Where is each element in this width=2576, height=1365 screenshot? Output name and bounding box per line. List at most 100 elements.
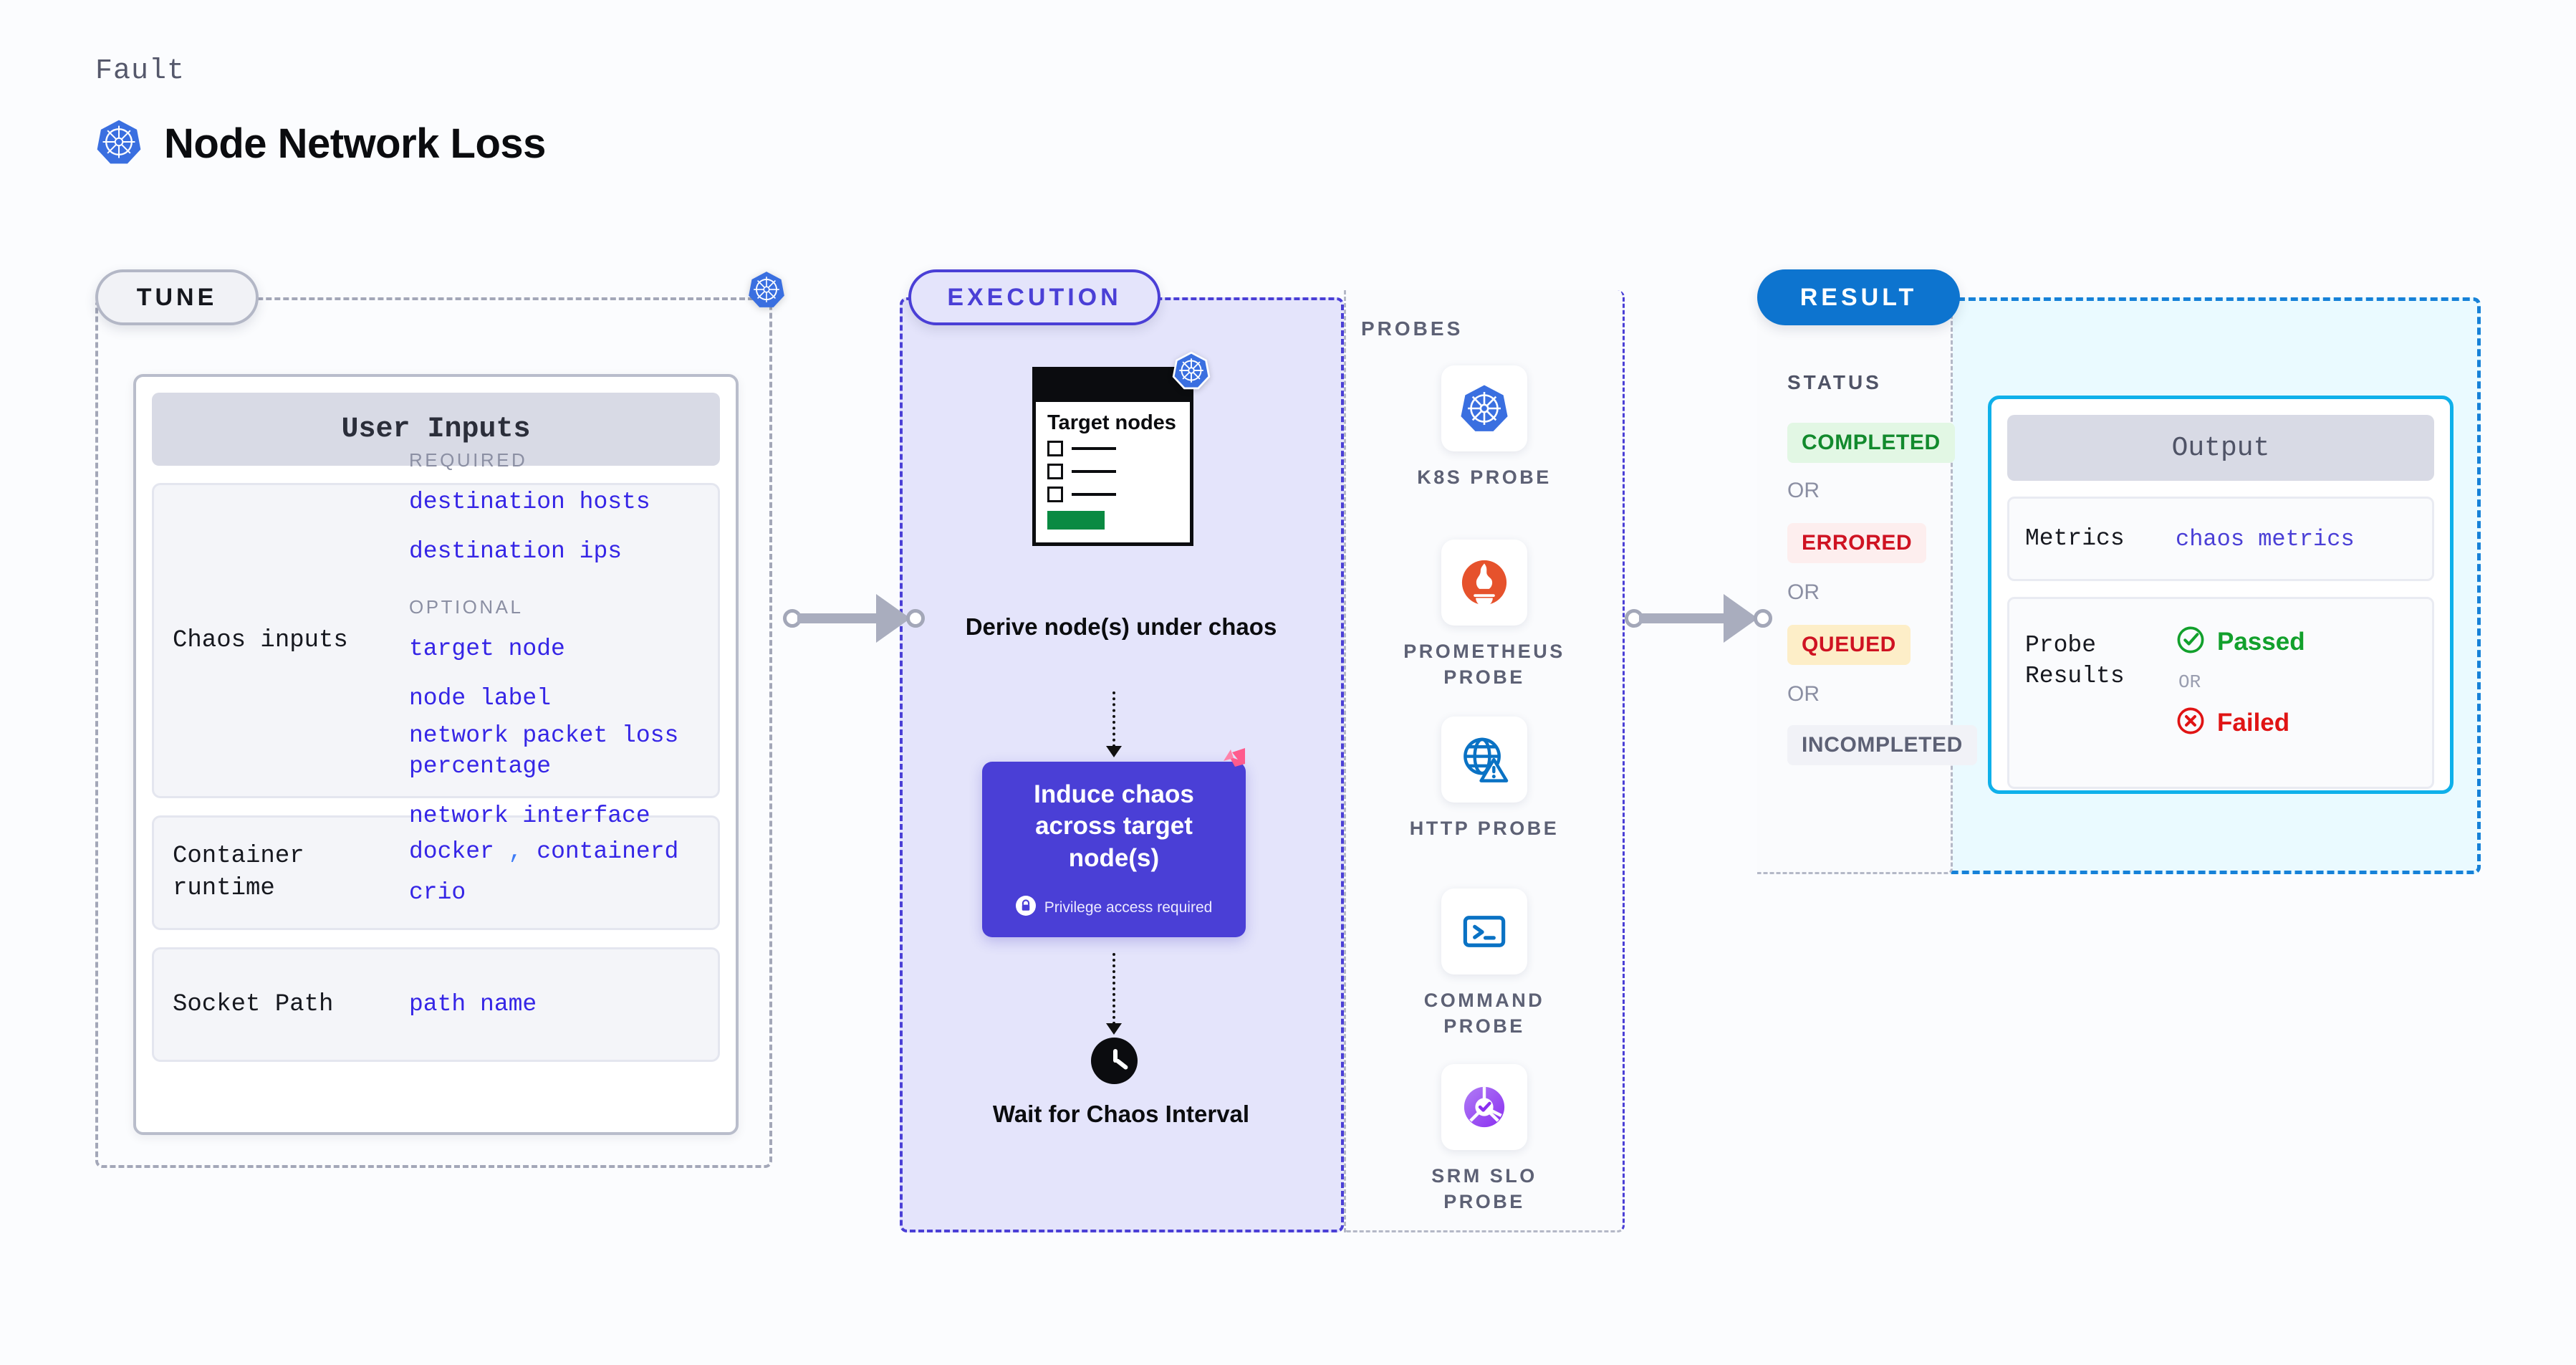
probe-result-passed: Passed: [2176, 625, 2416, 658]
probe-command[interactable]: COMMAND PROBE: [1395, 889, 1574, 1040]
probes-section-label: PROBES: [1361, 317, 1464, 340]
probe-k8s[interactable]: K8S PROBE: [1395, 365, 1574, 490]
flow-arrow-line: [1112, 953, 1115, 1025]
flow-arrow-head: [1106, 746, 1122, 757]
check-circle-icon: [2176, 625, 2206, 658]
output-header: Output: [2007, 415, 2434, 481]
runtime-crio[interactable]: crio: [409, 879, 466, 906]
wait-interval-caption: Wait for Chaos Interval: [992, 1101, 1250, 1127]
kubernetes-icon: [95, 118, 143, 169]
checkbox-row: [1047, 441, 1178, 457]
probe-label: K8S PROBE: [1417, 466, 1552, 488]
probe-prometheus[interactable]: PROMETHEUS PROBE: [1395, 540, 1574, 691]
input-target-node[interactable]: target node: [409, 635, 565, 662]
page-eyebrow: Fault: [95, 55, 186, 87]
optional-label: OPTIONAL: [409, 595, 524, 618]
metrics-value[interactable]: chaos metrics: [2176, 525, 2355, 552]
metrics-row: Metrics chaos metrics: [2007, 497, 2434, 581]
connector-line: [1639, 613, 1739, 623]
target-nodes-card: Target nodes: [1032, 351, 1211, 546]
kubernetes-icon: [747, 270, 786, 312]
connector-tune-execution: [783, 593, 933, 643]
induce-chaos-text: Induce chaos across target node(s): [1034, 780, 1194, 872]
or-label: OR: [1787, 580, 1820, 604]
kubernetes-icon: [1172, 351, 1211, 393]
connector-arrowhead: [876, 594, 910, 643]
checkbox-icon: [1047, 464, 1063, 480]
induce-chaos-box[interactable]: Induce chaos across target node(s) Privi…: [982, 762, 1246, 937]
connector-arrowhead: [1724, 594, 1758, 643]
or-label: OR: [1787, 682, 1820, 706]
socket-path-key: Socket Path: [173, 990, 334, 1018]
checkbox-row: [1047, 487, 1178, 503]
probe-results-key: Probe Results: [2025, 632, 2125, 689]
container-runtime-key: Container runtime: [173, 843, 304, 902]
connector-dot-left: [783, 609, 802, 628]
or-label: OR: [1787, 479, 1820, 502]
clock-icon: [1091, 1038, 1138, 1084]
runtime-containerd[interactable]: containerd: [537, 838, 679, 866]
execution-pill[interactable]: EXECUTION: [908, 269, 1160, 325]
user-inputs-header: User Inputs: [152, 393, 720, 466]
checkbox-icon: [1047, 487, 1063, 503]
tune-pill[interactable]: TUNE: [95, 269, 259, 325]
flow-arrow-head: [1106, 1023, 1122, 1035]
connector-dot-right: [1754, 609, 1772, 628]
privilege-note-text: Privilege access required: [1044, 899, 1213, 916]
result-pill[interactable]: RESULT: [1757, 269, 1960, 325]
status-badge-label: COMPLETED: [1802, 431, 1941, 454]
line-placeholder: [1072, 493, 1116, 497]
globe-warning-icon: [1441, 717, 1527, 803]
probe-label: PROMETHEUS PROBE: [1403, 641, 1565, 689]
container-runtime-row: Container runtime docker , containerd cr…: [152, 815, 720, 930]
probe-result-failed: Failed: [2176, 706, 2416, 739]
page-title: Node Network Loss: [95, 118, 546, 169]
status-badge-incompleted: INCOMPLETED: [1787, 725, 1977, 765]
checkbox-row: [1047, 464, 1178, 480]
prometheus-icon: [1441, 540, 1527, 626]
socket-path-value[interactable]: path name: [409, 990, 537, 1017]
status-badge-queued: QUEUED: [1787, 625, 1911, 665]
line-placeholder: [1072, 447, 1116, 451]
lock-icon: [1015, 895, 1036, 920]
flow-arrow-line: [1112, 691, 1115, 747]
metrics-key: Metrics: [2025, 525, 2125, 552]
connector-dot-right: [906, 609, 925, 628]
page-title-text: Node Network Loss: [164, 120, 546, 167]
output-card: Output Metrics chaos metrics Probe Resul…: [1988, 396, 2454, 794]
input-network-packet-loss-percentage[interactable]: network packet loss percentage: [409, 722, 679, 780]
status-region: [1757, 290, 1953, 874]
input-destination-ips[interactable]: destination ips: [409, 537, 623, 565]
status-badge-label: INCOMPLETED: [1802, 733, 1963, 757]
connector-line: [797, 613, 892, 623]
required-label: REQUIRED: [409, 449, 528, 471]
user-inputs-card: User Inputs Chaos inputs REQUIRED destin…: [133, 374, 739, 1135]
input-node-label[interactable]: node label: [409, 684, 552, 712]
target-nodes-title: Target nodes: [1047, 411, 1176, 434]
status-badge-errored: ERRORED: [1787, 523, 1927, 563]
connector-execution-result: [1625, 593, 1789, 643]
probe-srm-slo[interactable]: SRM SLO PROBE: [1395, 1064, 1574, 1215]
probe-http[interactable]: HTTP PROBE: [1395, 717, 1574, 841]
passed-label: Passed: [2217, 627, 2305, 656]
input-network-interface[interactable]: network interface: [409, 803, 650, 830]
slo-donut-icon: [1441, 1064, 1527, 1150]
runtime-docker[interactable]: docker: [409, 838, 494, 866]
probe-label: SRM SLO PROBE: [1431, 1165, 1537, 1213]
chaos-inputs-row: Chaos inputs REQUIRED destination hosts …: [152, 449, 720, 829]
checkbox-icon: [1047, 441, 1063, 457]
input-destination-hosts[interactable]: destination hosts: [409, 488, 650, 515]
derive-nodes-caption: Derive node(s) under chaos: [965, 613, 1277, 640]
status-badge-label: QUEUED: [1802, 633, 1896, 656]
probe-label: HTTP PROBE: [1409, 818, 1559, 839]
progress-bar: [1047, 511, 1105, 530]
probe-label: COMMAND PROBE: [1423, 990, 1545, 1038]
or-label: OR: [2178, 671, 2201, 693]
status-badge-completed: COMPLETED: [1787, 423, 1955, 463]
card-title-bar: [1036, 370, 1190, 402]
line-placeholder: [1072, 470, 1116, 474]
chaos-inputs-key: Chaos inputs: [173, 626, 348, 654]
probe-results-row: Probe Results Passed OR: [2007, 597, 2434, 789]
x-circle-icon: [2176, 706, 2206, 739]
privilege-note: Privilege access required: [1015, 895, 1213, 920]
